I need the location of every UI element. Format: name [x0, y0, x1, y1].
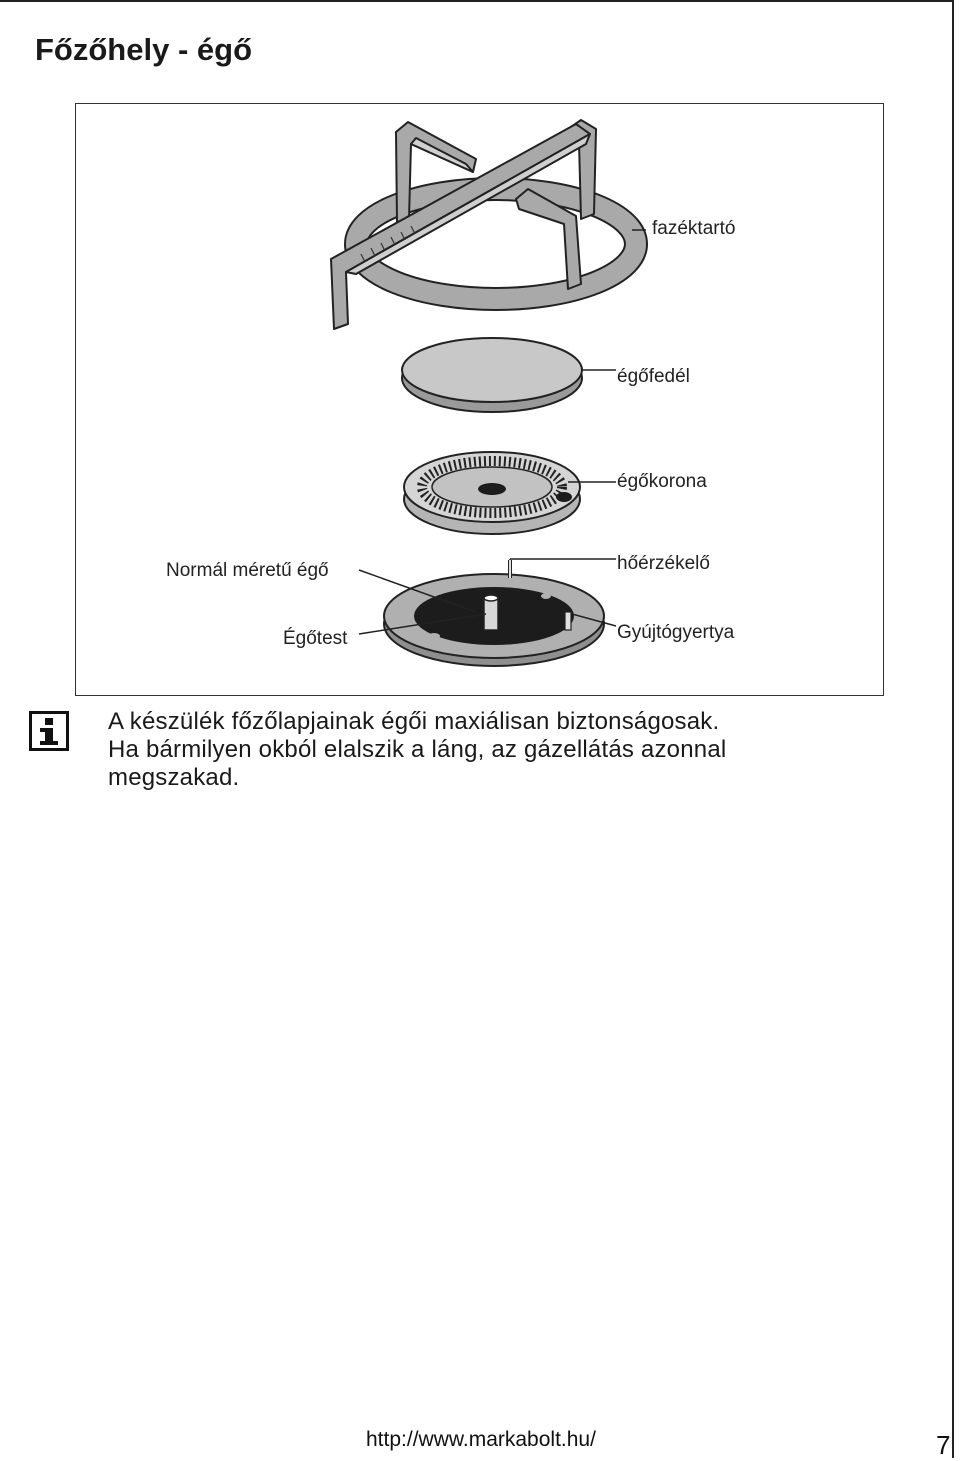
- footer-url: http://www.markabolt.hu/: [366, 1428, 596, 1451]
- page-title: Főzőhely - égő: [35, 32, 252, 67]
- note-line-2: Ha bármilyen okból elalszik a láng, az g…: [108, 736, 727, 763]
- note-line-1: A készülék főzőlapjainak égői maxiálisan…: [108, 708, 720, 735]
- burner-diagram-svg: [330, 119, 648, 667]
- label-burner-crown: égőkorona: [617, 471, 707, 492]
- burner-crown: [403, 451, 581, 535]
- label-burner-body: Égőtest: [283, 628, 348, 649]
- label-normal-burner: Normál méretű égő: [166, 560, 329, 581]
- label-spark-plug: Gyújtógyertya: [617, 622, 735, 643]
- note-line-3: megszakad.: [108, 764, 240, 791]
- burner-cap: [401, 337, 583, 413]
- info-icon: [29, 711, 69, 751]
- label-pan-support: fazéktartó: [652, 218, 736, 239]
- page-number: 7: [936, 1430, 951, 1460]
- info-note: A készülék főzőlapjainak égői maxiálisan…: [108, 708, 848, 792]
- burner-exploded-diagram: fazéktartó égőfedél égőkorona Normál mér…: [75, 103, 884, 696]
- label-burner-cap: égőfedél: [617, 366, 690, 387]
- label-thermocouple: hőérzékelő: [617, 553, 710, 574]
- burner-body: [383, 560, 605, 667]
- page-border-top: [0, 0, 954, 2]
- page-border-right: [952, 0, 954, 1458]
- pan-support: [330, 119, 648, 330]
